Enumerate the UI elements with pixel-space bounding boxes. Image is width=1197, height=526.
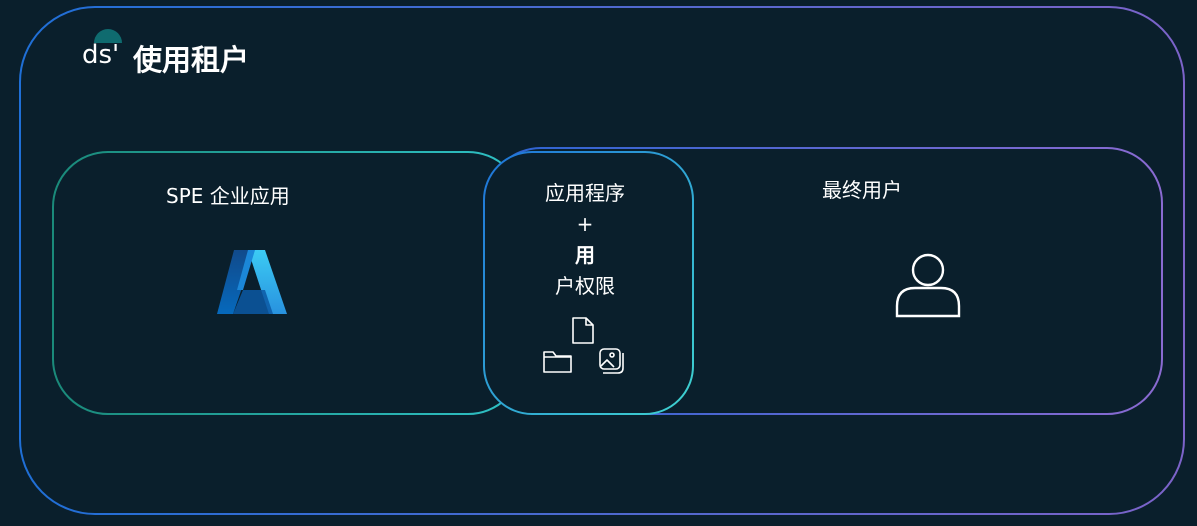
end-user-label: 最终用户 [822, 178, 902, 202]
page-title: 使用租户 [133, 43, 250, 77]
permissions-label: 应用程序 + 用 户权限 [510, 178, 660, 302]
title-prefix: ds' [82, 40, 120, 70]
azure-logo-icon [217, 250, 287, 314]
permissions-box [483, 151, 694, 415]
user-icon [895, 253, 961, 318]
enterprise-app-label: SPE 企业应用 [166, 184, 290, 208]
image-icon [599, 348, 624, 374]
permissions-line-2: + [576, 212, 594, 236]
tenant-frame [19, 6, 1185, 515]
title-cap-shape [94, 29, 122, 43]
permissions-line-3: 用 [575, 243, 595, 267]
folder-icon [543, 351, 572, 373]
file-icon [572, 317, 594, 344]
permissions-line-4: 户权限 [555, 274, 615, 298]
permissions-line-1: 应用程序 [545, 181, 625, 205]
